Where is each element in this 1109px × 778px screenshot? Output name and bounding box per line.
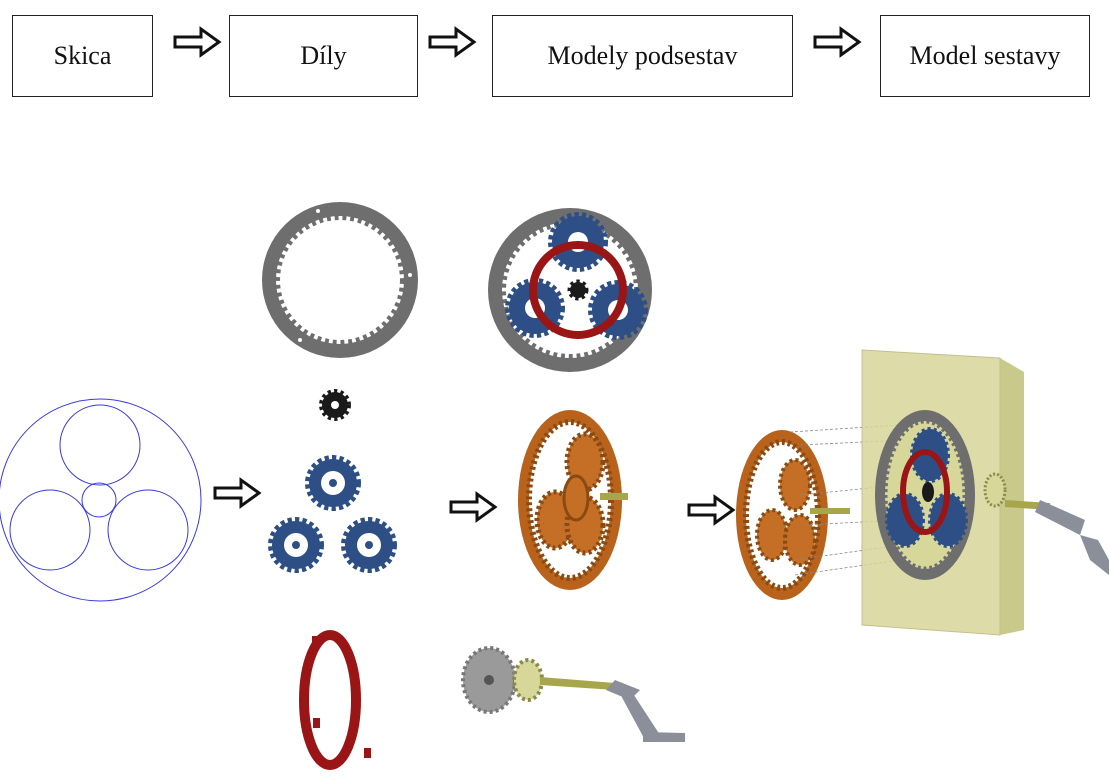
flow-arrow-3 (813, 27, 861, 57)
stage-sketch-label: Skica (53, 41, 112, 70)
stage-sketch-box: Skica (12, 15, 153, 97)
sketch-drawing (0, 398, 202, 602)
stage-subassembly-label: Modely podsestav (547, 41, 738, 70)
mid-arrow-2 (449, 492, 497, 522)
planet-gears-part (268, 455, 397, 573)
shaft-crank-subassembly (461, 646, 685, 742)
ring-gear-part (262, 202, 418, 358)
sun-gear-part (319, 389, 351, 421)
mid-arrow-1 (213, 478, 261, 508)
bronze-gear-subassembly (518, 410, 628, 590)
final-assembly-exploded (736, 349, 1109, 636)
flow-arrow-2 (428, 27, 476, 57)
carrier-ring-part (299, 630, 371, 770)
planetary-subassembly (488, 208, 652, 372)
stage-parts-box: Díly (229, 15, 418, 97)
stage-subassembly-box: Modely podsestav (492, 15, 793, 97)
flow-arrow-1 (173, 27, 221, 57)
stage-parts-label: Díly (300, 41, 347, 70)
stage-assembly-label: Model sestavy (909, 41, 1061, 70)
mid-arrow-3 (687, 495, 735, 525)
stage-assembly-box: Model sestavy (880, 15, 1090, 97)
